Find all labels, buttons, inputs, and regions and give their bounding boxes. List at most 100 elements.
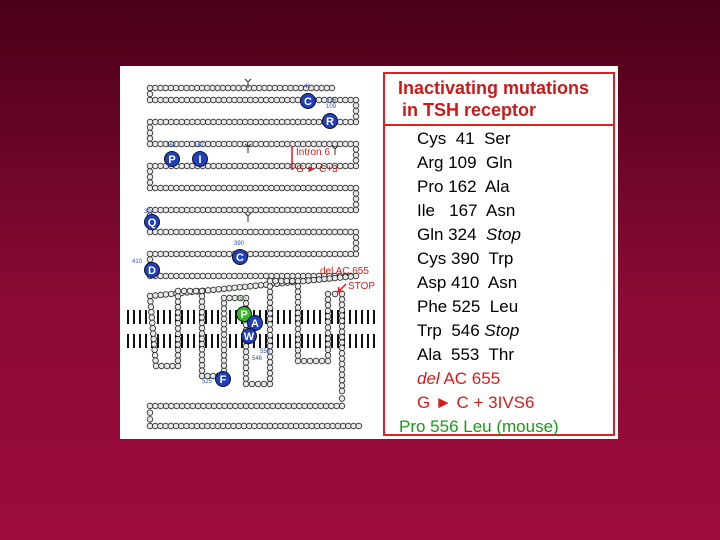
residue-bead xyxy=(205,273,211,279)
residue-bead xyxy=(152,293,158,299)
residue-bead xyxy=(267,305,273,311)
residue-bead xyxy=(199,320,205,326)
residue-bead xyxy=(237,163,243,169)
residue-bead xyxy=(199,352,205,358)
residue-bead xyxy=(152,423,158,429)
residue-bead xyxy=(258,282,264,288)
residue-bead xyxy=(258,273,264,279)
residue-bead xyxy=(285,141,291,147)
residue-bead xyxy=(274,185,280,191)
residue-bead xyxy=(353,108,359,114)
residue-bead xyxy=(353,207,359,213)
residue-bead xyxy=(175,342,181,348)
residue-bead xyxy=(353,202,359,208)
residue-bead xyxy=(152,163,158,169)
residue-bead xyxy=(325,291,331,297)
residue-bead xyxy=(306,207,312,213)
residue-bead xyxy=(168,273,174,279)
residue-bead xyxy=(267,370,273,376)
mutation-text: Cys 41 Ser xyxy=(417,129,511,148)
residue-bead xyxy=(262,85,268,91)
residue-bead xyxy=(306,229,312,235)
residue-bead xyxy=(226,207,232,213)
marker-letter: Q xyxy=(148,217,157,229)
residue-bead xyxy=(187,288,193,294)
residue-bead xyxy=(189,423,195,429)
residue-bead xyxy=(211,273,217,279)
residue-bead xyxy=(158,229,164,235)
marker-number: 167 xyxy=(194,143,205,149)
residue-bead xyxy=(231,423,237,429)
residue-bead xyxy=(216,163,222,169)
residue-bead xyxy=(158,292,164,298)
residue-bead xyxy=(348,229,354,235)
residue-bead xyxy=(216,141,222,147)
residue-bead xyxy=(267,332,273,338)
residue-bead xyxy=(153,358,159,364)
residue-bead xyxy=(339,302,345,308)
residue-bead xyxy=(200,273,206,279)
residue-bead xyxy=(174,185,180,191)
residue-bead xyxy=(300,119,306,125)
residue-bead xyxy=(261,381,267,387)
residue-bead xyxy=(319,85,325,91)
residue-bead xyxy=(200,185,206,191)
residue-bead xyxy=(199,309,205,315)
residue-bead xyxy=(179,119,185,125)
residue-bead xyxy=(184,163,190,169)
residue-bead xyxy=(288,423,294,429)
marker-letter: C xyxy=(236,252,244,264)
residue-bead xyxy=(179,185,185,191)
residue-bead xyxy=(274,119,280,125)
residue-bead xyxy=(148,304,154,310)
residue-bead xyxy=(221,163,227,169)
residue-bead xyxy=(339,356,345,362)
residue-bead xyxy=(174,273,180,279)
residue-bead xyxy=(285,97,291,103)
residue-bead xyxy=(148,299,154,305)
residue-bead xyxy=(295,229,301,235)
residue-bead xyxy=(281,403,287,409)
residue-bead xyxy=(262,423,268,429)
residue-bead xyxy=(290,278,296,284)
residue-bead xyxy=(295,326,301,332)
residue-bead xyxy=(253,141,259,147)
residue-bead xyxy=(221,229,227,235)
residue-bead xyxy=(163,97,169,103)
residue-bead xyxy=(295,353,301,359)
mutation-ital: Stop xyxy=(484,321,519,340)
residue-bead xyxy=(200,97,206,103)
residue-bead xyxy=(210,423,216,429)
residue-bead xyxy=(304,423,310,429)
residue-bead xyxy=(193,288,199,294)
residue-bead xyxy=(316,229,322,235)
residue-bead xyxy=(339,307,345,313)
residue-bead xyxy=(147,141,153,147)
residue-bead xyxy=(353,185,359,191)
residue-bead xyxy=(322,229,328,235)
residue-bead xyxy=(227,295,233,301)
residue-bead xyxy=(221,337,227,343)
residue-bead xyxy=(236,423,242,429)
residue-bead xyxy=(253,251,259,257)
residue-bead xyxy=(316,277,322,283)
residue-bead xyxy=(274,97,280,103)
residue-bead xyxy=(267,294,273,300)
mutation-row: Trp 546 Stop xyxy=(417,321,519,341)
residue-bead xyxy=(221,306,227,312)
residue-bead xyxy=(295,342,301,348)
residue-bead xyxy=(216,119,222,125)
residue-bead xyxy=(353,103,359,109)
residue-bead xyxy=(199,85,205,91)
residue-bead xyxy=(221,363,227,369)
residue-bead xyxy=(205,251,211,257)
residue-bead xyxy=(175,294,181,300)
residue-bead xyxy=(233,403,239,409)
residue-bead xyxy=(243,365,249,371)
residue-bead xyxy=(189,119,195,125)
residue-bead xyxy=(189,273,195,279)
residue-bead xyxy=(152,85,158,91)
residue-bead xyxy=(216,207,222,213)
residue-bead xyxy=(322,251,328,257)
residue-bead xyxy=(237,284,243,290)
